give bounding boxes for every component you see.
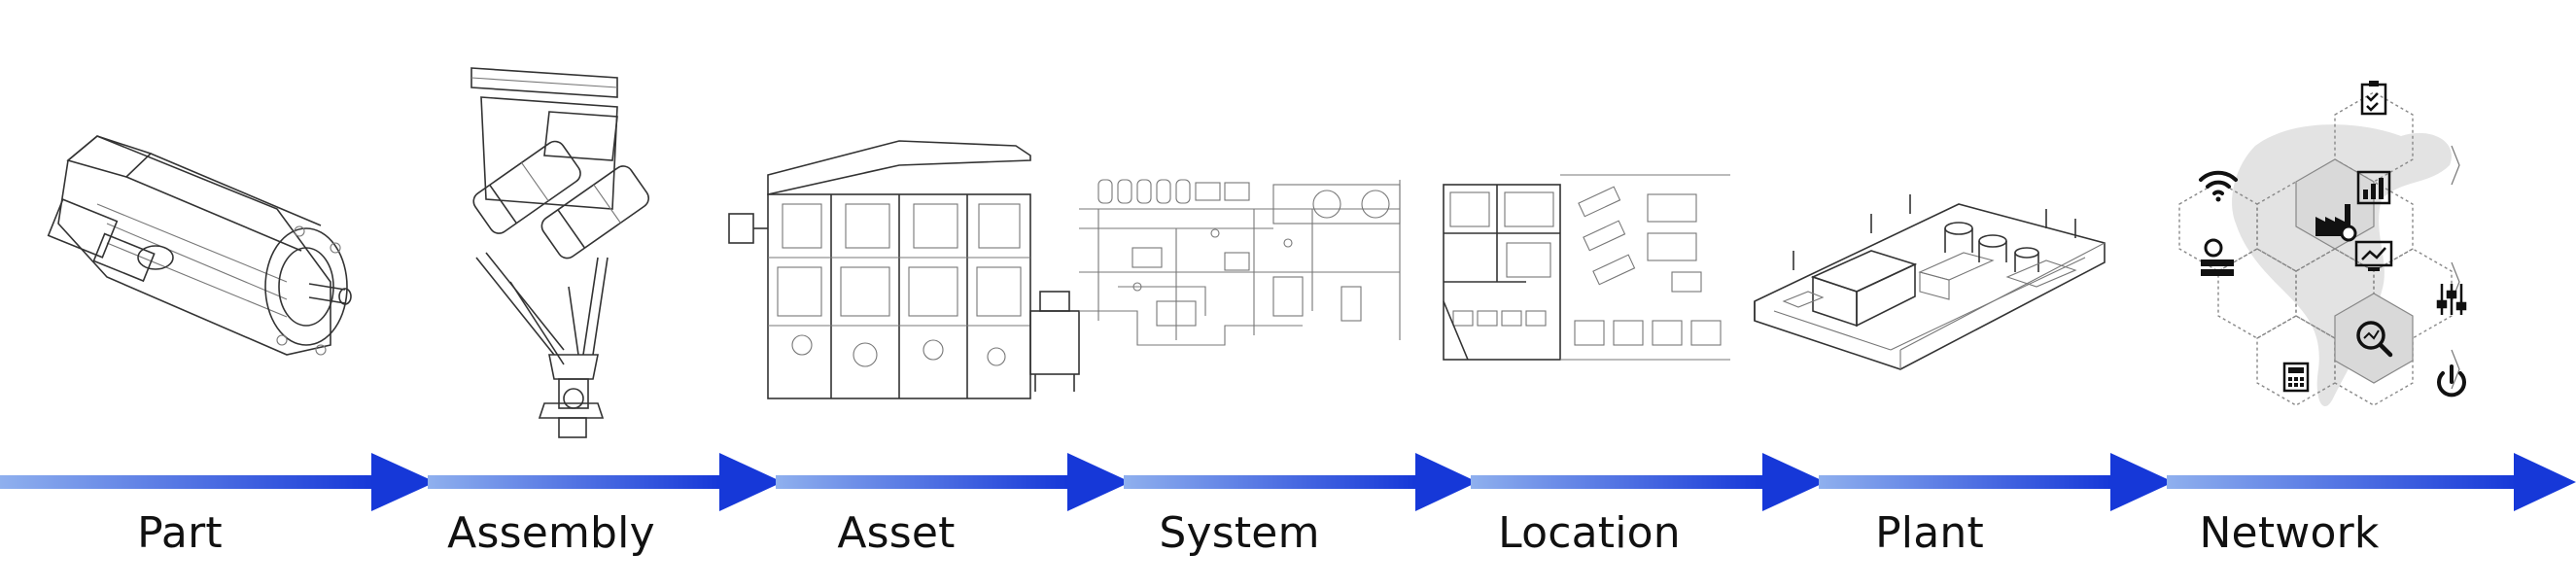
search-analytics-icon bbox=[2356, 321, 2393, 358]
arrow-segment-2 bbox=[428, 453, 783, 511]
arrow-segment-6 bbox=[1819, 453, 2174, 511]
stage-label-part: Part bbox=[137, 508, 223, 558]
stage-label-assembly: Assembly bbox=[447, 508, 655, 558]
piping-schematic-illustration bbox=[1079, 179, 1401, 346]
isometric-plant-illustration bbox=[1754, 194, 2106, 370]
factory-gear-icon bbox=[2315, 204, 2357, 242]
stage-label-network: Network bbox=[2199, 508, 2380, 558]
timeline-arrows bbox=[0, 453, 2576, 511]
bar-chart-icon bbox=[2356, 170, 2391, 205]
stage-label-asset: Asset bbox=[837, 508, 956, 558]
delta-robot-illustration bbox=[470, 67, 649, 438]
arrow-segment-4 bbox=[1124, 453, 1478, 511]
arrow-segment-5 bbox=[1471, 453, 1826, 511]
arrow-segment-1 bbox=[0, 453, 435, 511]
floor-plan-illustration bbox=[1443, 174, 1730, 361]
server-gear-icon bbox=[2201, 238, 2234, 276]
stage-label-system: System bbox=[1159, 508, 1320, 558]
servo-motor-illustration bbox=[47, 135, 352, 356]
calculator-icon bbox=[2282, 362, 2310, 393]
sliders-icon bbox=[2436, 284, 2467, 315]
arrow-segment-7 bbox=[2167, 453, 2576, 511]
network-illustration bbox=[2178, 81, 2467, 407]
world-map-background bbox=[2232, 124, 2452, 407]
stage-label-plant: Plant bbox=[1875, 508, 1984, 558]
checklist-icon bbox=[2360, 81, 2387, 116]
arrow-segment-3 bbox=[776, 453, 1131, 511]
wifi-icon bbox=[2199, 170, 2238, 202]
power-icon bbox=[2437, 364, 2466, 398]
machine-cell-illustration bbox=[728, 140, 1080, 399]
stage-label-location: Location bbox=[1498, 508, 1681, 558]
monitor-chart-icon bbox=[2354, 240, 2393, 271]
